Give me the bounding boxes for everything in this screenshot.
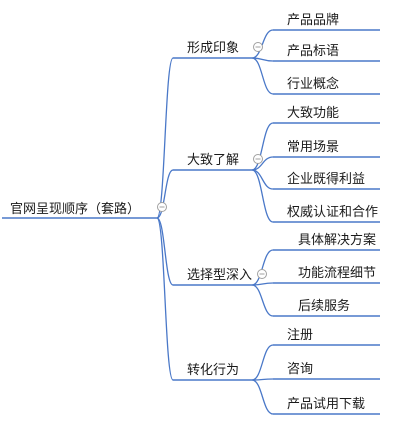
branch-to-leaf-edge xyxy=(251,284,274,317)
leaf-label: 产品标语 xyxy=(287,44,339,59)
branch-label: 选择型深入 xyxy=(187,268,252,283)
branch-to-leaf-edge xyxy=(251,156,274,171)
branch-to-leaf-edge xyxy=(251,379,274,415)
branch-collapse-icon[interactable] xyxy=(253,154,263,164)
edges-layer xyxy=(2,29,380,415)
branch-collapse-icon[interactable] xyxy=(257,269,267,279)
leaf-label: 咨询 xyxy=(287,362,313,377)
branch-to-leaf-edge xyxy=(251,57,274,95)
leaf-label: 具体解决方案 xyxy=(298,232,376,248)
branch-to-leaf-edge xyxy=(251,122,274,171)
leaf-label: 行业概念 xyxy=(287,76,339,92)
leaf-label: 产品品牌 xyxy=(287,12,339,28)
branch-label: 大致了解 xyxy=(187,153,239,168)
leaf-label: 注册 xyxy=(287,328,313,343)
branch-label: 形成印象 xyxy=(187,41,239,56)
leaf-label: 大致功能 xyxy=(287,106,339,121)
branch-label: 转化行为 xyxy=(187,363,239,378)
branch-to-leaf-edge xyxy=(251,344,274,381)
branch-to-leaf-edge xyxy=(251,249,274,286)
branch-collapse-icon[interactable] xyxy=(253,42,263,52)
branch-to-leaf-edge xyxy=(251,169,274,223)
leaf-label: 企业既得利益 xyxy=(287,171,365,187)
leaf-label: 常用场景 xyxy=(287,140,339,155)
leaf-label: 后续服务 xyxy=(298,298,350,314)
leaf-label: 功能流程细节 xyxy=(298,266,376,281)
root-node-label: 官网呈现顺序（套路） xyxy=(10,201,140,217)
leaf-label: 产品试用下载 xyxy=(287,397,365,412)
root-to-branch-edge xyxy=(156,169,174,219)
branch-to-leaf-edge xyxy=(251,29,274,59)
root-to-branch-edge xyxy=(156,217,174,381)
root-collapse-icon[interactable] xyxy=(157,202,167,212)
root-to-branch-edge xyxy=(156,217,174,286)
leaf-label: 权威认证和合作 xyxy=(287,204,378,220)
